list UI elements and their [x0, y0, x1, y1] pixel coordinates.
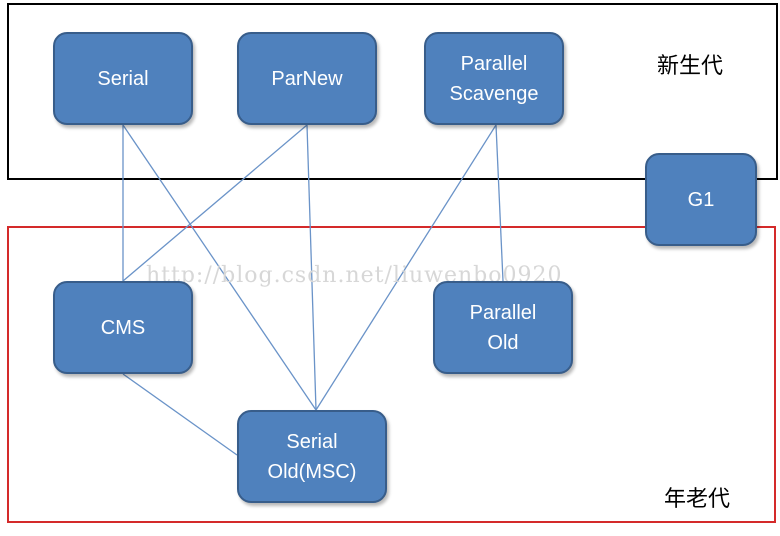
link-parallel_scavenge-to-serial_old — [315, 124, 497, 411]
collector-parallel-scavenge: Parallel Scavenge — [424, 32, 564, 125]
young-generation-label: 新生代 — [657, 54, 724, 79]
collector-parallel-old: Parallel Old — [433, 281, 573, 374]
collector-parnew: ParNew — [237, 32, 377, 125]
link-parallel_scavenge-to-parallel_old — [495, 124, 504, 282]
link-cms-to-serial_old — [122, 373, 238, 456]
collector-serial: Serial — [53, 32, 193, 125]
old-generation-label: 年老代 — [664, 487, 731, 512]
collector-cms: CMS — [53, 281, 193, 374]
old-generation-zone — [7, 226, 776, 523]
link-serial-to-serial_old — [122, 124, 317, 411]
link-parnew-to-serial_old — [306, 124, 317, 411]
collector-serial-old: Serial Old(MSC) — [237, 410, 387, 503]
collector-g1: G1 — [645, 153, 757, 246]
link-parnew-to-cms — [122, 124, 308, 282]
young-generation-zone — [7, 3, 778, 180]
